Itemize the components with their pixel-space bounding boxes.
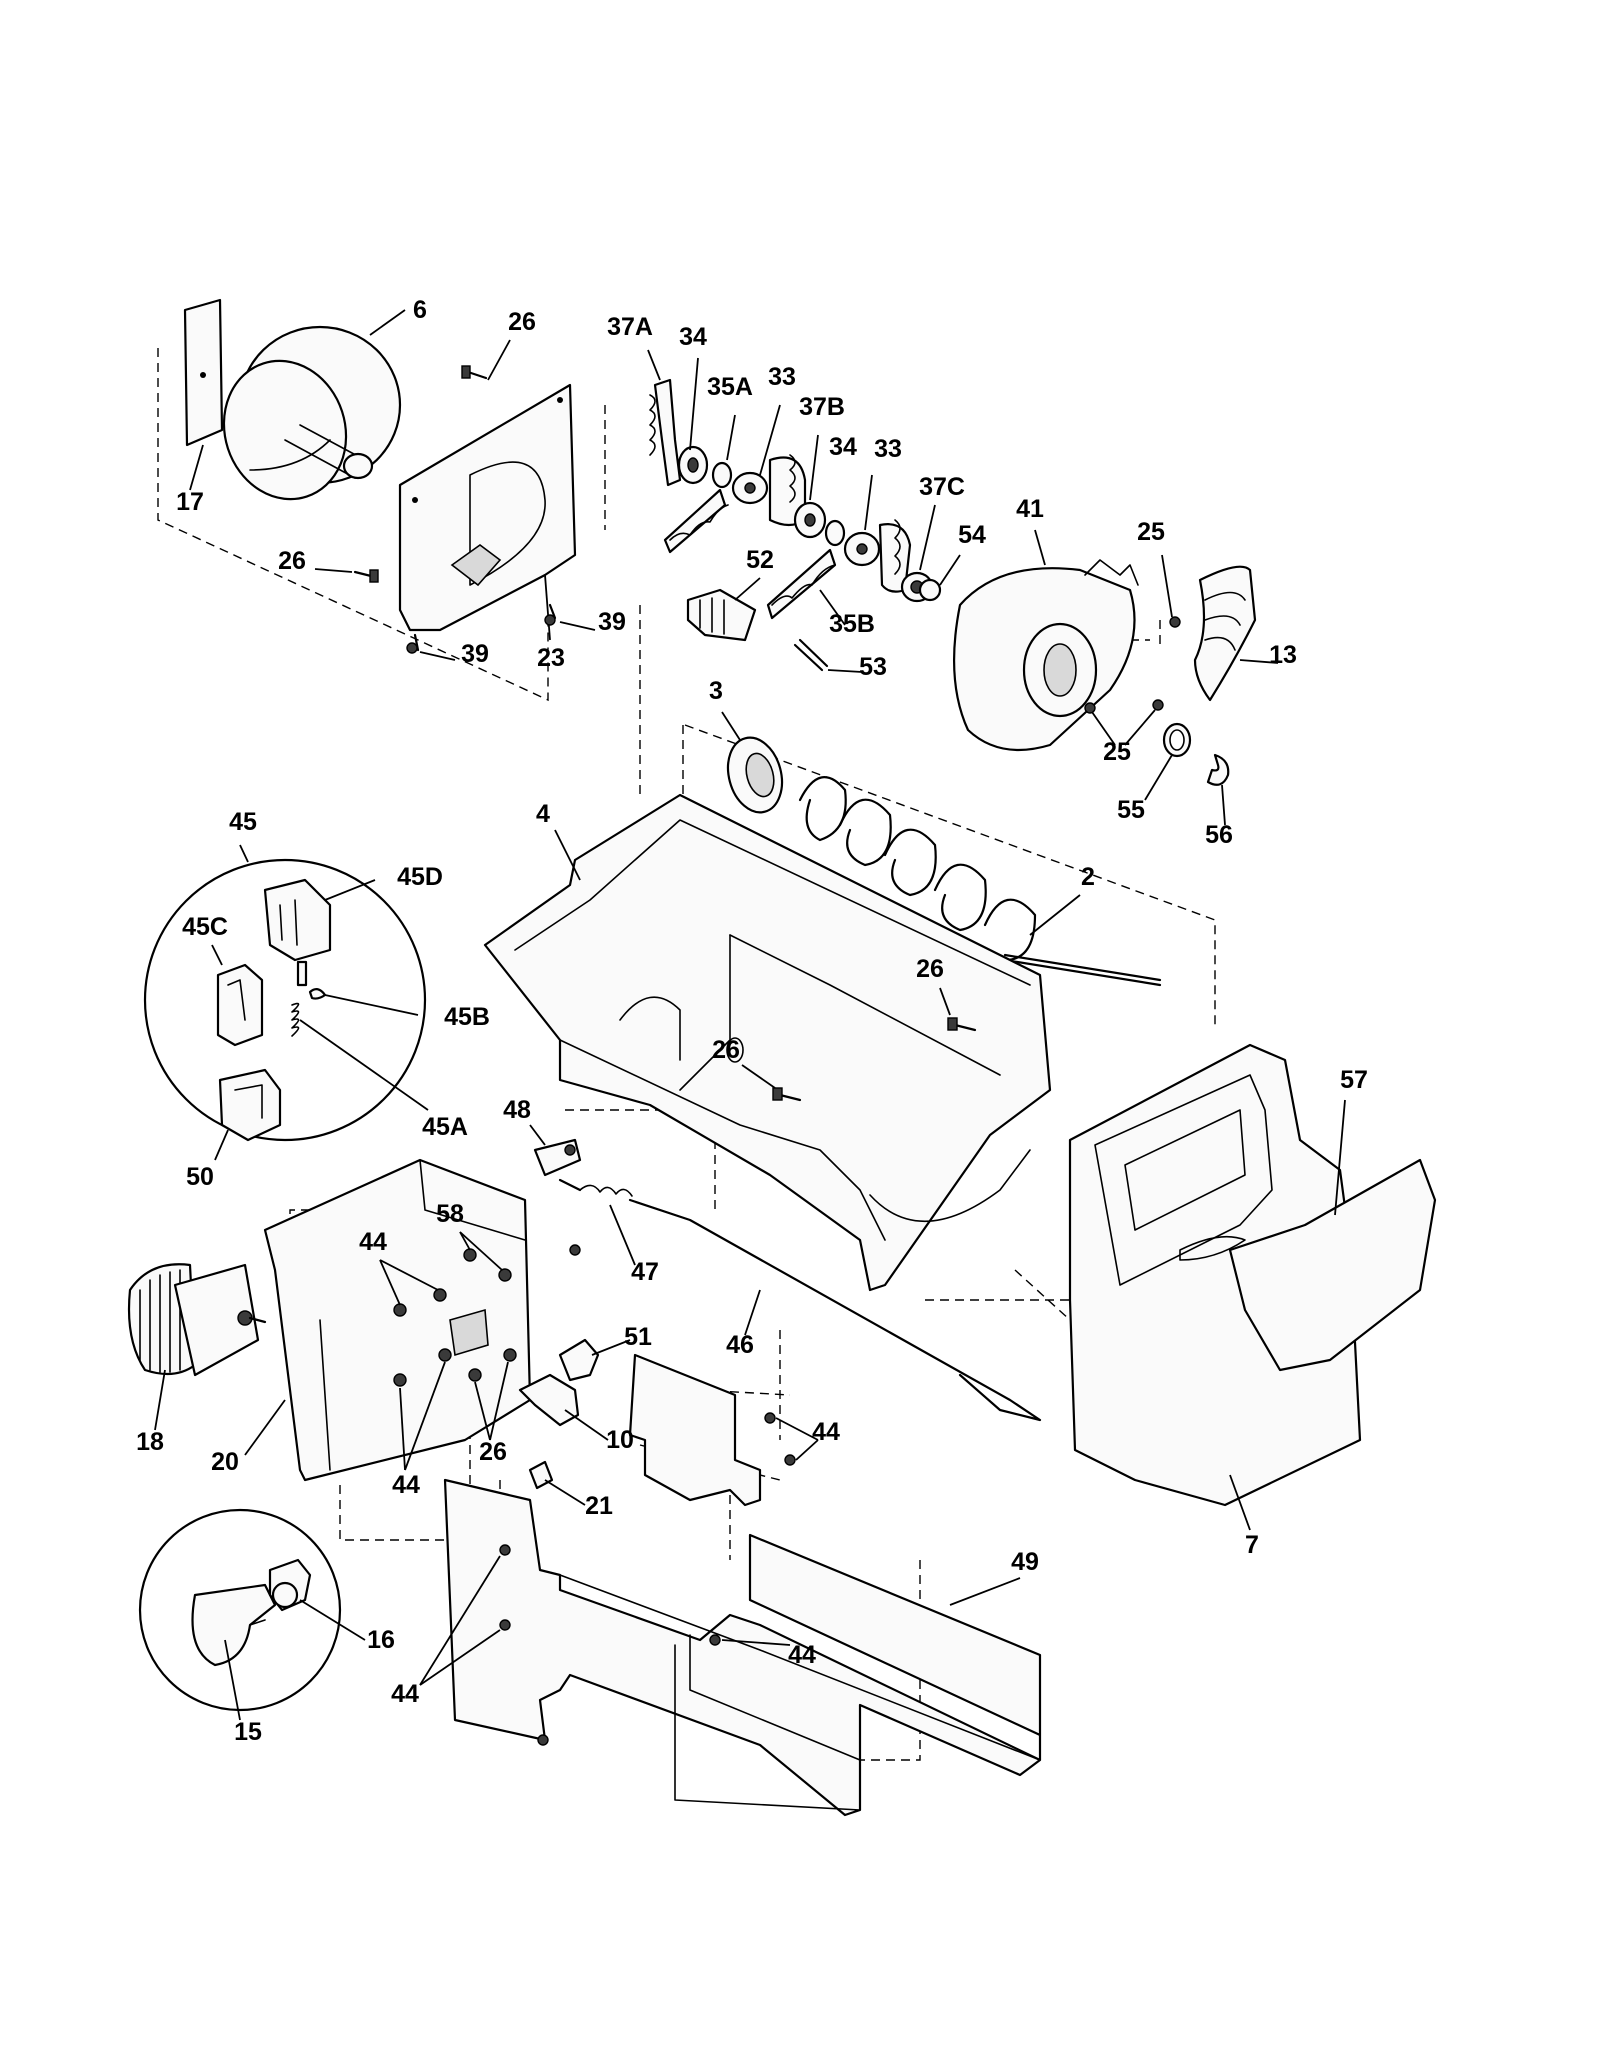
screws-44-58-26-box — [379, 1231, 517, 1471]
callout-23: 23 — [537, 644, 565, 672]
callout-44: 44 — [392, 1471, 420, 1499]
part-49-tray — [419, 1353, 1042, 1817]
callout-37B: 37B — [799, 393, 845, 421]
callout-26: 26 — [712, 1036, 740, 1064]
callout-15: 15 — [234, 1718, 262, 1746]
callout-45C: 45C — [182, 913, 228, 941]
callout-26: 26 — [479, 1438, 507, 1466]
part-20-box-18-motor — [127, 1158, 532, 1482]
callout-44: 44 — [391, 1680, 419, 1708]
callout-21: 21 — [585, 1492, 613, 1520]
part-17-plate — [183, 298, 224, 491]
part-2-3-auger — [721, 711, 1162, 987]
callout-39: 39 — [461, 640, 489, 668]
callout-26: 26 — [278, 547, 306, 575]
callout-17: 17 — [176, 488, 204, 516]
callout-51: 51 — [624, 1323, 652, 1351]
callout-25: 25 — [1137, 518, 1165, 546]
callout-2: 2 — [1081, 863, 1095, 891]
callout-44: 44 — [788, 1641, 816, 1669]
part-41-housing — [952, 529, 1139, 752]
callout-13: 13 — [1269, 641, 1297, 669]
part-45-inset — [143, 844, 429, 1161]
screws-26-bucket — [741, 987, 977, 1102]
callout-37C: 37C — [919, 473, 965, 501]
callout-56: 56 — [1205, 821, 1233, 849]
callout-45B: 45B — [444, 1003, 490, 1031]
callout-52: 52 — [746, 546, 774, 574]
callout-39: 39 — [598, 608, 626, 636]
callout-25: 25 — [1103, 738, 1131, 766]
callout-45: 45 — [229, 808, 257, 836]
callout-7: 7 — [1245, 1531, 1259, 1559]
part-52-53 — [686, 577, 863, 673]
part-23-mounting-plate — [398, 383, 577, 641]
part-13-25-55-56 — [1084, 554, 1279, 826]
callout-3: 3 — [709, 677, 723, 705]
callout-44: 44 — [812, 1418, 840, 1446]
callout-45A: 45A — [422, 1113, 468, 1141]
callout-34: 34 — [679, 323, 707, 351]
part-10-21-51 — [518, 1338, 631, 1506]
callout-46: 46 — [726, 1331, 754, 1359]
part-4-ice-bucket — [483, 793, 1052, 1292]
callout-54: 54 — [958, 521, 986, 549]
callout-45D: 45D — [397, 863, 443, 891]
callout-57: 57 — [1340, 1066, 1368, 1094]
callout-53: 53 — [859, 653, 887, 681]
callout-44: 44 — [359, 1228, 387, 1256]
callout-37A: 37A — [607, 313, 653, 341]
callout-34: 34 — [829, 433, 857, 461]
gear-stack — [647, 349, 961, 626]
screws-26-39 — [314, 339, 596, 661]
part-46-47-48-linkage — [529, 1124, 1042, 1422]
callout-16: 16 — [367, 1626, 395, 1654]
callout-35B: 35B — [829, 610, 875, 638]
callout-6: 6 — [413, 296, 427, 324]
callout-50: 50 — [186, 1163, 214, 1191]
callout-55: 55 — [1117, 796, 1145, 824]
callout-20: 20 — [211, 1448, 239, 1476]
part-6-auger-drum — [222, 309, 406, 501]
callout-47: 47 — [631, 1258, 659, 1286]
callout-10: 10 — [606, 1426, 634, 1454]
callout-26: 26 — [508, 308, 536, 336]
part-15-16-lamp-inset — [138, 1508, 366, 1721]
callout-48: 48 — [503, 1096, 531, 1124]
callout-33: 33 — [874, 435, 902, 463]
callout-41: 41 — [1016, 495, 1044, 523]
callout-4: 4 — [536, 800, 550, 828]
callout-18: 18 — [136, 1428, 164, 1456]
part-7-57-front-housing — [1068, 1043, 1437, 1531]
callout-49: 49 — [1011, 1548, 1039, 1576]
callout-26: 26 — [916, 955, 944, 983]
callout-58: 58 — [436, 1200, 464, 1228]
callout-33: 33 — [768, 363, 796, 391]
callout-35A: 35A — [707, 373, 753, 401]
